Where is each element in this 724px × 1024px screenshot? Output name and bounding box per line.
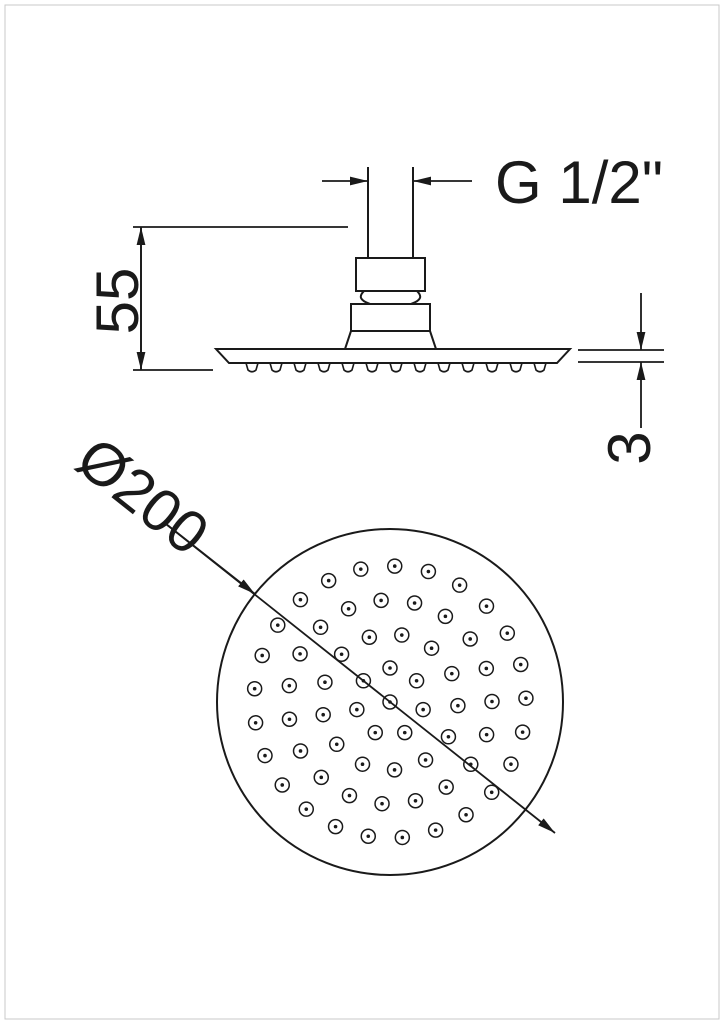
spray-hole-center [287,683,292,688]
spray-hole-center [380,801,384,806]
spray-hole-center [433,828,438,832]
spray-hole-center [402,730,407,735]
diameter-dim-arrow-upper [165,523,256,595]
spray-hole-center [489,790,494,795]
spray-hole-center [263,753,267,758]
nozzle-row [245,362,547,373]
spray-hole-center [388,666,392,670]
spray-hole-center [429,646,434,650]
spray-hole-center [333,824,338,829]
spray-hole-center [412,601,417,605]
spray-hole-center [319,775,324,780]
nozzle [509,362,523,373]
nozzle [485,362,499,373]
spray-hole-center [334,742,339,747]
spray-hole-center [339,652,344,657]
spray-hole-center [505,631,510,635]
spray-hole-center [444,785,448,789]
nozzle [437,362,451,373]
spray-hole-center [446,734,451,739]
spray-hole-center [321,712,325,717]
spray-hole-center [367,635,372,640]
nozzle [341,362,355,373]
side-view [213,167,573,373]
spray-hole-center [423,758,428,762]
mounting-nut [350,303,431,332]
spray-hole-center [326,578,331,583]
nozzle [389,362,403,373]
spray-hole-center [275,623,280,627]
spray-hole-center [490,699,494,704]
spray-hole-center [346,606,351,611]
swivel-joint [359,290,422,305]
nozzle [413,362,427,373]
spray-hole-pattern [246,558,534,846]
nozzle [533,362,547,373]
spray-hole-center [392,564,397,568]
spray-hole-center [392,768,397,772]
plan-view: Ø200 [64,424,564,876]
nozzle [245,362,259,373]
diameter-label: Ø200 [64,424,221,568]
thread-size-label: G 1/2" [495,149,663,216]
spray-hole-center [464,812,468,817]
spray-hole-center [400,835,405,840]
connector-body [355,257,426,292]
height-label: 55 [84,268,151,335]
spray-hole-center [347,793,352,798]
spray-hole-center [253,721,258,725]
nozzle [269,362,283,373]
spray-hole-center [366,834,371,839]
spray-hole-center [421,707,425,712]
nozzle [365,362,379,373]
spray-hole-center [450,671,454,676]
spray-hole-center [468,637,473,641]
spray-hole-center [323,680,327,685]
spray-hole-center [413,798,418,803]
spray-hole-center [298,749,303,753]
skirt-flare [344,330,437,350]
spray-hole-center [287,717,292,722]
nozzle [461,362,475,373]
page-frame [4,4,720,1020]
head-plate-face [216,528,564,876]
nozzle [293,362,307,373]
spray-hole-center [414,679,419,683]
spray-hole-center [518,662,523,667]
spray-hole-center [456,703,460,708]
dimension-thickness: 3 [578,293,664,465]
spray-hole-center [298,597,303,602]
spray-hole-center [280,783,285,787]
spray-hole-center [484,666,489,671]
spray-hole-center [304,807,309,811]
spray-hole-center [260,653,265,658]
spray-hole-center [484,732,489,737]
spray-hole-center [457,583,462,587]
nozzle [317,362,331,373]
spray-hole-center [298,652,302,656]
spray-hole-center [318,625,323,630]
spray-hole-center [426,569,431,574]
dimension-height: 55 [84,226,348,371]
spray-hole-center [509,762,513,766]
spray-hole-center [360,762,365,766]
spray-hole-center [400,633,404,637]
spray-hole-center [524,696,528,701]
spray-hole-center [252,686,257,691]
spray-hole-center [373,730,378,735]
spray-hole-center [443,614,448,619]
spray-hole-center [358,567,363,571]
spray-hole-center [355,707,359,712]
spray-hole-center [379,598,383,603]
thickness-label: 3 [596,431,663,464]
spray-hole-center [520,730,525,734]
head-plate-profile [213,348,573,364]
spray-hole-center [484,604,489,608]
dimension-thread: G 1/2" [322,149,663,216]
